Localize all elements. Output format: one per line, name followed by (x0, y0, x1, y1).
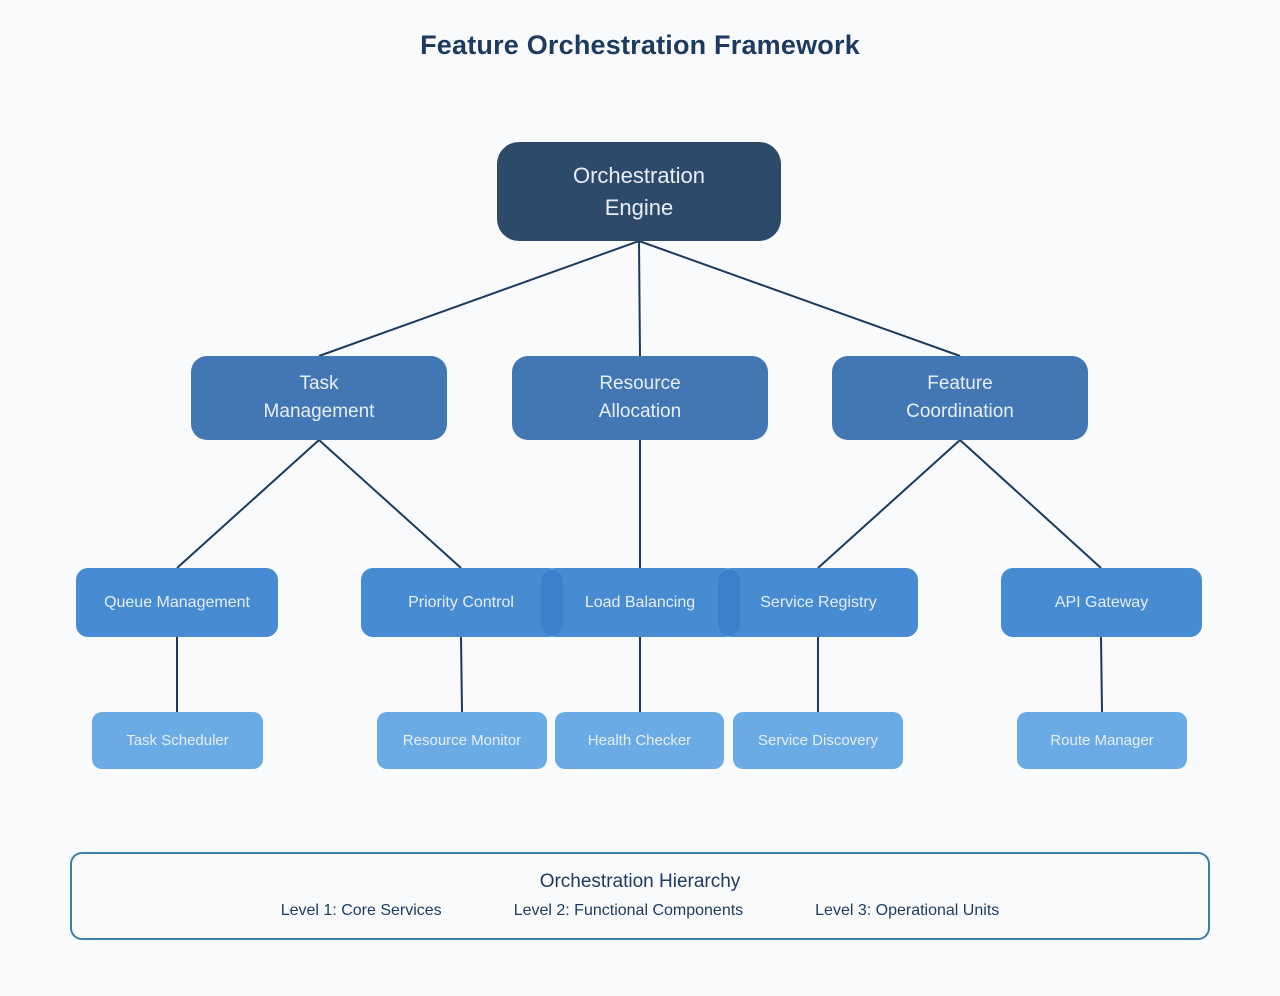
node-overlap-seam (718, 570, 740, 635)
legend-items: Level 1: Core Services Level 2: Function… (72, 902, 1208, 920)
edge-feature-coordination-service-registry (817, 439, 961, 569)
node-route-manager: Route Manager (1017, 712, 1187, 769)
node-priority-control: Priority Control (361, 568, 561, 637)
node-queue-management: Queue Management (76, 568, 278, 637)
node-load-balancing: Load Balancing (543, 568, 737, 637)
page-title: Feature Orchestration Framework (420, 30, 860, 60)
node-service-registry: Service Registry (719, 568, 918, 637)
node-api-gateway: API Gateway (1001, 568, 1202, 637)
edge-task-management-priority-control (318, 439, 462, 569)
edge-root-task-management (318, 240, 640, 357)
edge-root-resource-allocation (638, 240, 641, 357)
node-resource-monitor: Resource Monitor (377, 712, 547, 769)
legend: Orchestration Hierarchy Level 1: Core Se… (70, 852, 1210, 940)
edge-root-feature-coordination (638, 240, 961, 357)
node-service-discovery: Service Discovery (733, 712, 903, 769)
legend-item-level-3: Level 3: Operational Units (815, 902, 1000, 919)
node-task-management: Task Management (191, 356, 447, 440)
edge-priority-control-resource-monitor (460, 636, 463, 713)
legend-item-level-2: Level 2: Functional Components (513, 902, 744, 919)
legend-title: Orchestration Hierarchy (539, 871, 741, 892)
node-resource-allocation: Resource Allocation (512, 356, 768, 440)
edge-task-management-queue-management (176, 439, 320, 569)
node-orchestration-engine: Orchestration Engine (497, 142, 781, 241)
node-overlap-seam (541, 570, 563, 635)
node-health-checker: Health Checker (555, 712, 724, 769)
legend-item-level-1: Level 1: Core Services (280, 902, 442, 919)
edge-feature-coordination-api-gateway (959, 439, 1102, 569)
node-task-scheduler: Task Scheduler (92, 712, 263, 769)
node-feature-coordination: Feature Coordination (832, 356, 1088, 440)
edge-api-gateway-route-manager (1100, 636, 1103, 713)
